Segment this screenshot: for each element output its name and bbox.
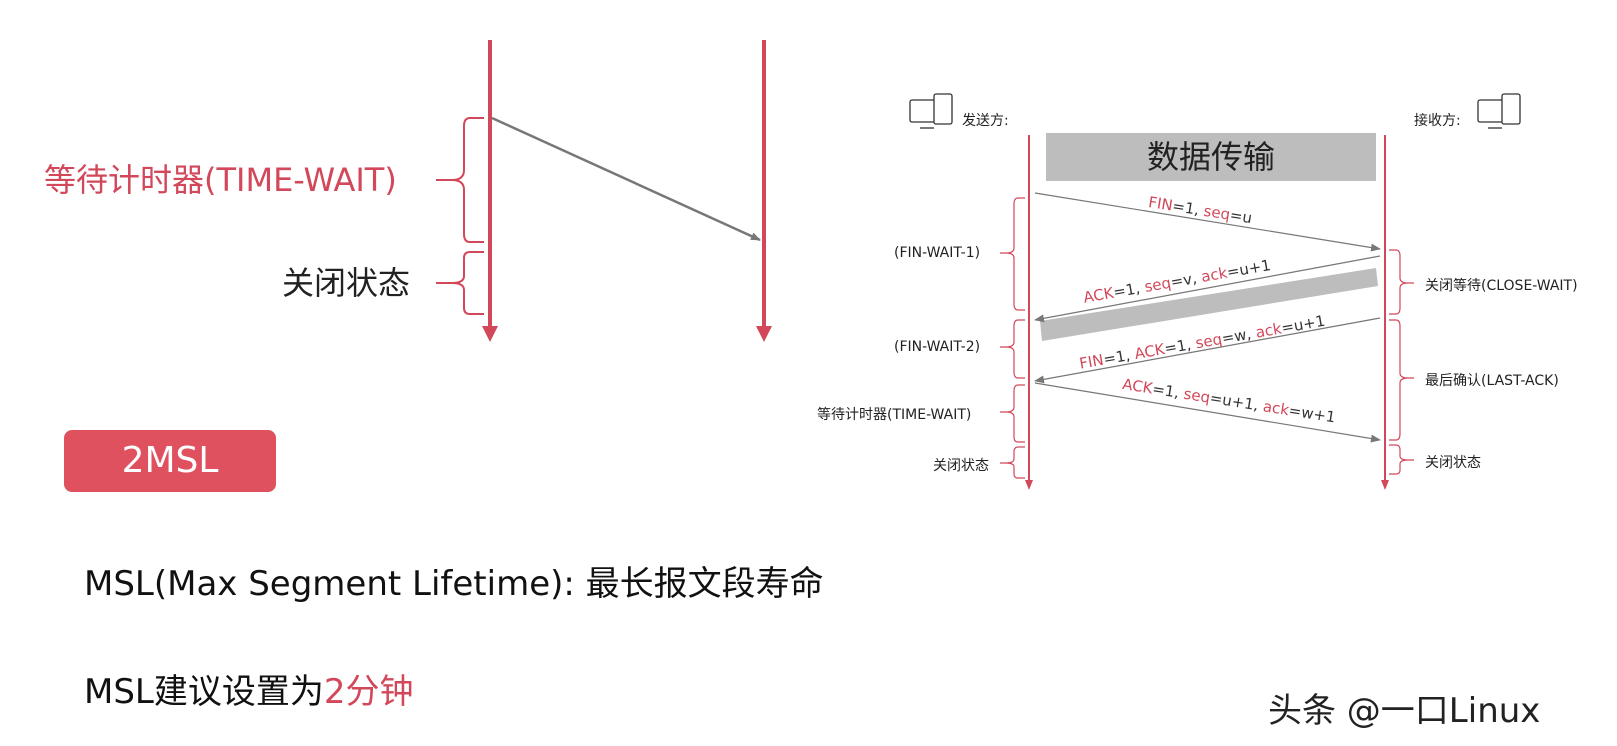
left-closed-label: 关闭状态 [282, 264, 411, 302]
data-transfer-bar [1046, 133, 1376, 181]
msl-definition: MSL(Max Segment Lifetime): 最长报文段寿命 [84, 564, 824, 604]
state-fin-wait-2: (FIN-WAIT-2) [894, 339, 981, 355]
receiver-computer-icon [1477, 93, 1521, 129]
receiver-brace-close-wait [1389, 249, 1414, 315]
left-time-wait-label: 等待计时器(TIME-WAIT) [44, 161, 397, 199]
tcp-close-diagram [909, 93, 1521, 490]
state-fin-wait-1: (FIN-WAIT-1) [894, 245, 981, 261]
state-receiver-closed: 关闭状态 [1425, 455, 1481, 471]
receiver-timeline-arrowhead [1381, 480, 1389, 490]
receiver-brace-last-ack [1389, 319, 1414, 441]
sender-brace-closed [1000, 446, 1025, 479]
sender-brace-fin-wait-1 [1000, 197, 1025, 311]
left-brace-closed [436, 251, 484, 315]
suggestion-highlight: 2分钟 [323, 672, 414, 712]
left-sender-arrowhead [482, 326, 498, 342]
ack-arrow [1034, 255, 1381, 323]
receiver-brace-closed [1389, 444, 1414, 475]
left-ack-arrow [491, 116, 761, 242]
state-close-wait: 关闭等待(CLOSE-WAIT) [1425, 278, 1578, 294]
sender-timeline-arrowhead [1025, 480, 1033, 490]
msl-badge: 2MSL [64, 430, 276, 492]
message-keyword: FIN [1147, 193, 1174, 215]
state-time-wait: 等待计时器(TIME-WAIT) [817, 407, 972, 423]
left-timeline [436, 40, 772, 342]
watermark: 头条 @一口Linux [1268, 691, 1541, 731]
suggestion-prefix: MSL建议设置为 [84, 672, 324, 712]
fin-arrow [1034, 192, 1381, 252]
sender-brace-time-wait [1000, 384, 1025, 443]
sender-label: 发送方: [962, 113, 1009, 129]
sender-computer-icon [909, 93, 953, 129]
lost-segment-bar [1040, 268, 1378, 341]
left-receiver-arrowhead [756, 326, 772, 342]
receiver-label: 接收方: [1414, 113, 1461, 129]
msl-suggestion: MSL建议设置为2分钟 [84, 664, 414, 713]
left-brace-time-wait [436, 117, 484, 243]
state-last-ack: 最后确认(LAST-ACK) [1425, 373, 1559, 389]
message-value: =u [1228, 205, 1254, 228]
fin-ack-arrow [1034, 317, 1381, 384]
sender-brace-fin-wait-2 [1000, 319, 1025, 379]
data-transfer-label: 数据传输 [1146, 138, 1275, 176]
final-ack-arrow [1034, 382, 1381, 443]
state-sender-closed: 关闭状态 [933, 458, 989, 474]
message-keyword: ack [1261, 397, 1291, 420]
